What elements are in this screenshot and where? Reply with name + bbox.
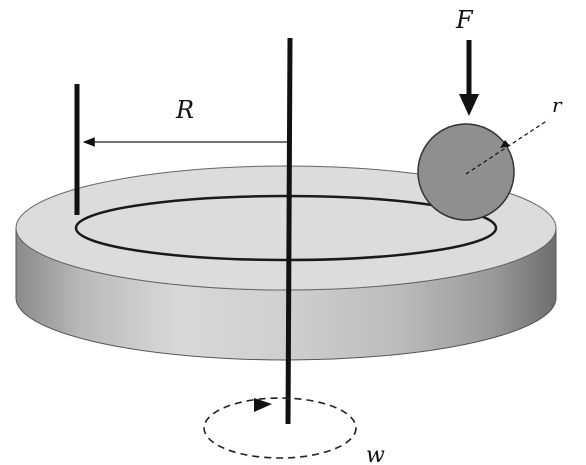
label-r: r: [552, 93, 563, 117]
roller: [417, 123, 515, 221]
rotation-arrowhead-icon: [254, 398, 272, 412]
force-arrow: [459, 40, 479, 116]
label-w: w: [366, 443, 385, 465]
rotation-indicator: [203, 397, 357, 459]
label-R: R: [175, 96, 194, 124]
disk-top: [15, 165, 557, 291]
rotation-axis: [285, 37, 293, 425]
small-radius-arrow: [465, 119, 549, 175]
label-F: F: [455, 6, 474, 34]
wear-track: [74, 194, 498, 262]
disk: [15, 165, 557, 361]
